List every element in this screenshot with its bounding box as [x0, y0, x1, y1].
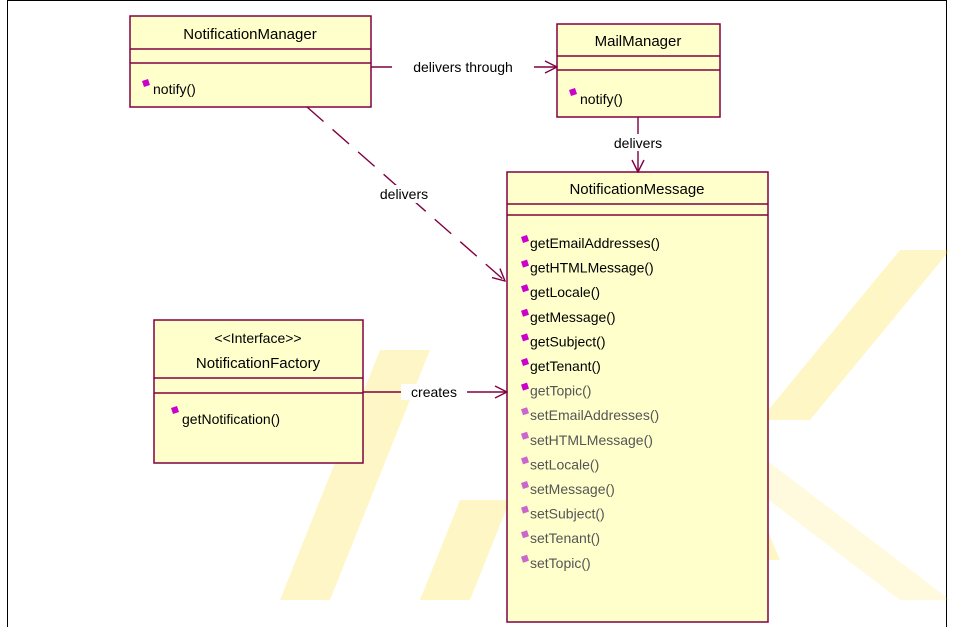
operation: getHTMLMessage() — [530, 260, 654, 276]
operation: getSubject() — [530, 333, 605, 349]
edge-delivers-through: delivers through — [371, 59, 557, 75]
operation-icon — [569, 88, 577, 96]
diagram-frame — [7, 0, 947, 627]
operation-icon — [521, 358, 529, 366]
edge-label: delivers through — [413, 59, 513, 75]
operation: notify() — [153, 81, 196, 97]
operation: setTopic() — [530, 555, 591, 571]
operation: getEmailAddresses() — [530, 235, 660, 251]
operation-icon — [521, 382, 529, 391]
class-name: NotificationMessage — [569, 181, 704, 198]
operation: setSubject() — [530, 506, 605, 522]
class-name: NotificationManager — [183, 26, 316, 43]
operation: setEmailAddresses() — [530, 407, 659, 423]
operation: getTopic() — [530, 383, 591, 399]
class-name: NotificationFactory — [196, 355, 321, 372]
operation-icon — [521, 530, 529, 539]
operation: getTenant() — [530, 358, 601, 374]
operation-icon — [521, 431, 529, 440]
operation-icon — [521, 481, 529, 489]
edge-creates: creates — [363, 384, 507, 400]
operation-icon — [521, 456, 529, 465]
edge-mail-delivers: delivers — [605, 117, 671, 172]
operation: setTenant() — [530, 530, 600, 546]
operation-icon — [521, 259, 529, 268]
operation-icon — [521, 333, 529, 342]
operation: getLocale() — [530, 284, 600, 300]
class-notification-message[interactable]: NotificationMessage getEmailAddresses()g… — [506, 171, 769, 623]
operation: setLocale() — [530, 456, 599, 472]
operation-icon — [521, 505, 529, 514]
operation-list: getEmailAddresses() getHTMLMessage() getLo… — [521, 235, 660, 571]
class-notification-manager[interactable]: NotificationManager notify() — [129, 15, 372, 108]
class-mail-manager[interactable]: MailManager notify() — [556, 23, 721, 118]
stereotype: <<Interface>> — [214, 330, 301, 346]
operation-icon — [142, 79, 150, 87]
operation: setHTMLMessage() — [530, 432, 653, 448]
class-name: MailManager — [595, 33, 682, 50]
operation-icon — [521, 407, 529, 416]
edge-label: delivers — [380, 186, 428, 202]
edge-label: delivers — [614, 135, 662, 151]
edge-label: creates — [411, 384, 457, 400]
operation-icon — [521, 308, 529, 317]
operation-icon — [521, 554, 529, 563]
operation-icon — [171, 406, 179, 414]
class-notification-factory[interactable]: <<Interface>> NotificationFactory getNot… — [153, 319, 364, 464]
operation: setMessage() — [530, 481, 615, 497]
operation: notify() — [580, 91, 623, 107]
operation-icon — [521, 284, 529, 293]
operation: getMessage() — [530, 309, 616, 325]
operation: getNotification() — [182, 411, 280, 427]
operation-icon — [521, 235, 529, 243]
edge-manager-delivers: delivers — [306, 106, 505, 281]
